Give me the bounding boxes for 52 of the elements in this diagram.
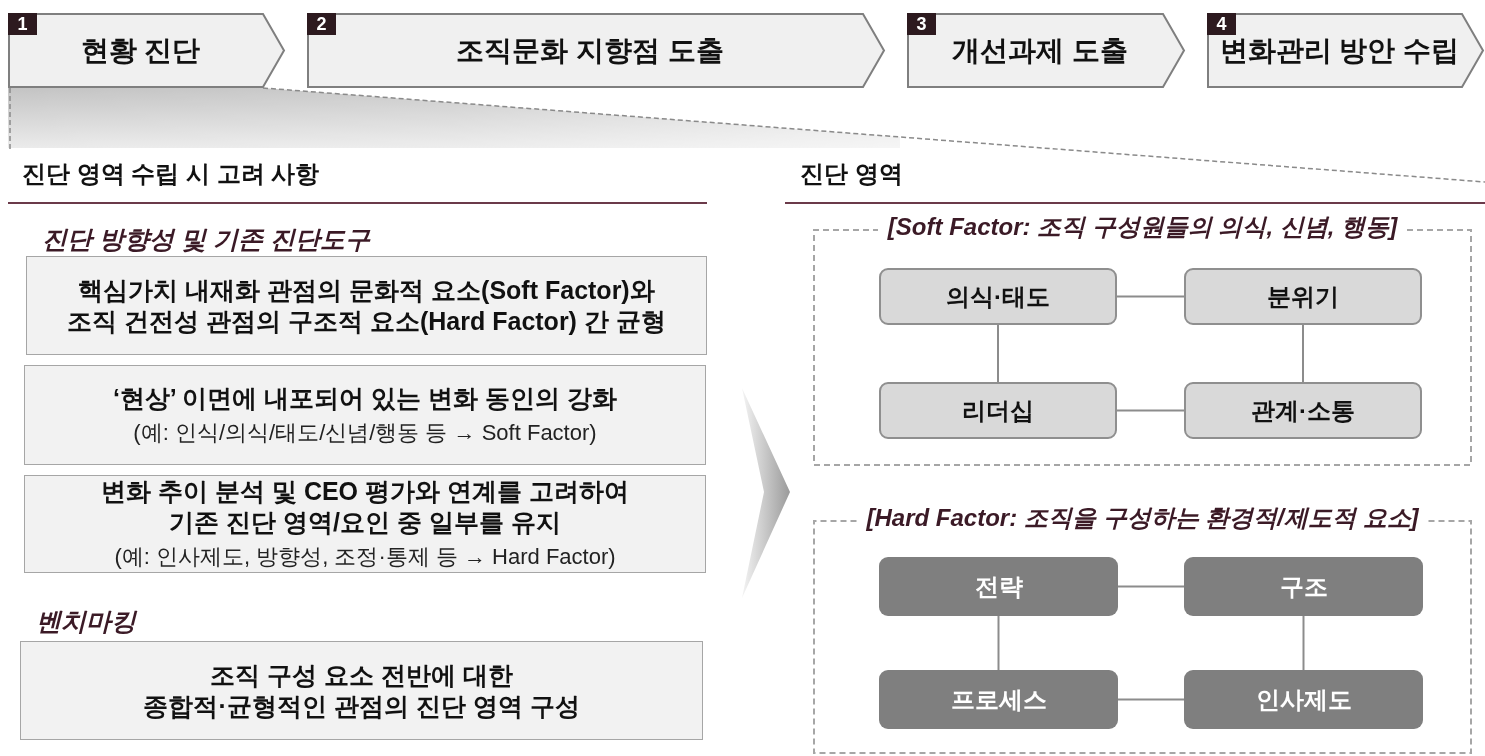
connector-line — [1302, 324, 1304, 383]
step-number: 3 — [907, 13, 936, 35]
process-step — [1207, 13, 1484, 88]
info-box — [24, 365, 706, 465]
connector-line — [1116, 409, 1185, 412]
group-title: [Hard Factor: 조직을 구성하는 환경적/제도적 요소] — [865, 503, 1420, 533]
factor-box — [879, 557, 1118, 616]
factor-label: 인사제도 — [1255, 684, 1352, 715]
factor-box — [879, 382, 1117, 439]
factor-label: 프로세스 — [950, 684, 1047, 715]
process-step — [307, 13, 885, 88]
group-title: [Soft Factor: 조직 구성원들의 의식, 신념, 행동] — [886, 212, 1399, 242]
step-number: 2 — [307, 13, 336, 35]
factor-box — [1184, 268, 1422, 325]
connector-line — [1117, 698, 1185, 701]
connector-line — [1116, 295, 1185, 298]
factor-label: 분위기 — [1267, 281, 1339, 312]
info-box — [20, 641, 703, 740]
factor-label: 전략 — [974, 571, 1023, 602]
connector-line — [997, 615, 1000, 671]
factor-box — [879, 670, 1118, 729]
example-note: (예: 인식/의식/태도/신념/행동 등 → Soft Factor) — [133, 418, 597, 447]
step-number: 4 — [1207, 13, 1236, 35]
subsection-heading: 벤치마킹 — [36, 606, 136, 637]
connector-line — [997, 324, 999, 383]
factor-box — [1184, 670, 1423, 729]
connector-line — [1302, 615, 1305, 671]
box-text: 변화 추이 분석 및 CEO 평가와 연계를 고려하여 기존 진단 영역/요인 중 일부를 유지 — [100, 476, 630, 538]
box-text: 조직 구성 요소 전반에 대한 종합적·균형적인 관점의 진단 영역 구성 — [142, 659, 581, 722]
process-step — [907, 13, 1185, 88]
factor-box — [879, 268, 1117, 325]
factor-box — [1184, 382, 1422, 439]
factor-label: 구조 — [1279, 571, 1328, 602]
subsection-heading: 진단 방향성 및 기존 진단도구 — [42, 224, 370, 255]
info-box — [26, 256, 707, 355]
step-title: 조직문화 지향점 도출 — [456, 33, 724, 68]
section-heading: 진단 영역 수립 시 고려 사항 — [22, 159, 320, 189]
factor-label: 리더십 — [962, 395, 1034, 426]
box-text: ‘현상’ 이면에 내포되어 있는 변화 동인의 강화 — [112, 382, 618, 414]
factor-label: 의식·태도 — [946, 281, 1050, 312]
step-title: 현황 진단 — [80, 33, 201, 68]
connector-line — [1117, 585, 1185, 588]
section-heading: 진단 영역 — [800, 159, 903, 189]
step-title: 변화관리 방안 수립 — [1219, 33, 1460, 68]
factor-label: 관계·소통 — [1251, 395, 1355, 426]
box-text: 핵심가치 내재화 관점의 문화적 요소(Soft Factor)와 조직 건전성 관점의 구조적 요소(Hard Factor) 간 균형 — [66, 274, 667, 337]
step-title: 개선과제 도출 — [952, 33, 1128, 68]
process-step — [8, 13, 285, 88]
example-note: (예: 인사제도, 방향성, 조정·통제 등 → Hard Factor) — [114, 543, 616, 571]
info-box — [24, 475, 706, 573]
factor-box — [1184, 557, 1423, 616]
step-number: 1 — [8, 13, 37, 35]
